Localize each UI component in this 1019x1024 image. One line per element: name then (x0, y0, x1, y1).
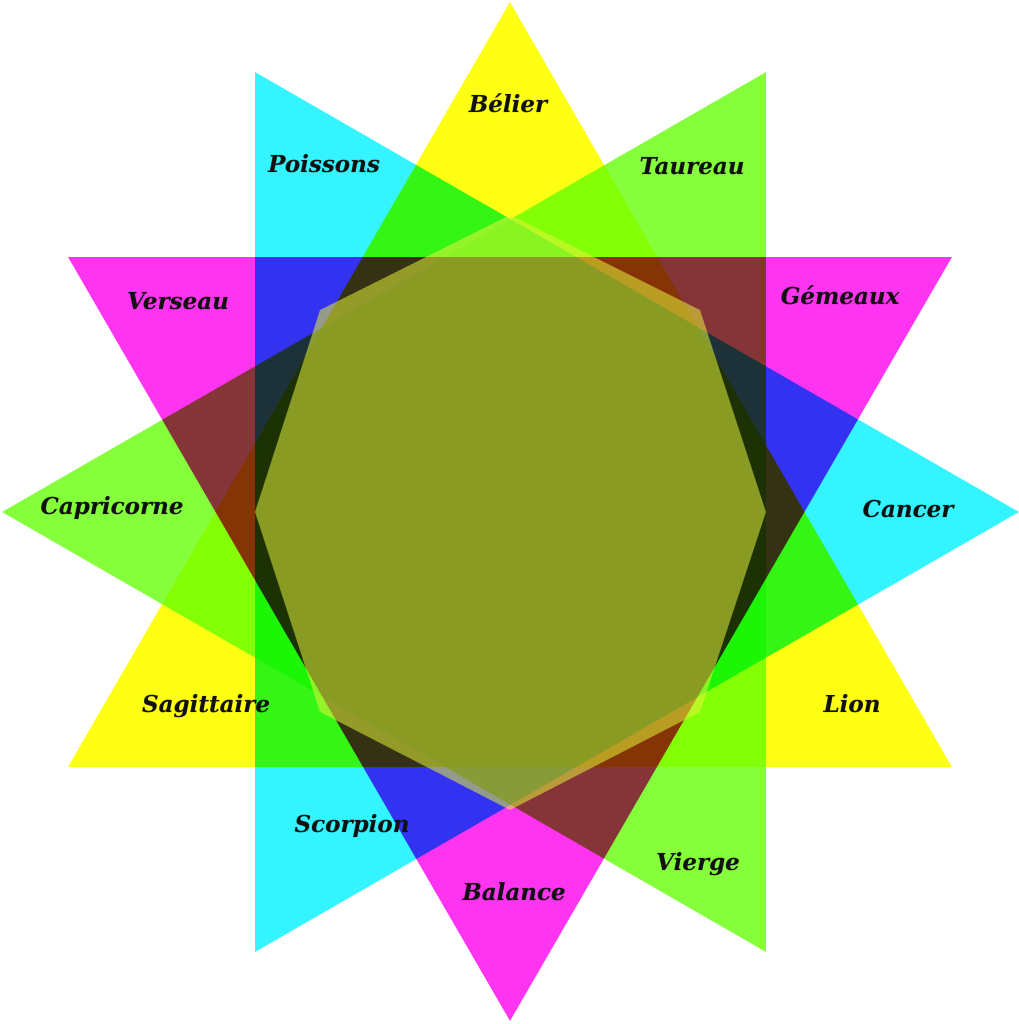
label-lion: Lion (823, 691, 881, 718)
label-capricorne: Capricorne (41, 493, 184, 520)
label-vierge: Vierge (656, 849, 740, 876)
label-balance: Balance (461, 879, 565, 906)
label-poissons: Poissons (267, 151, 380, 178)
label-gemeaux: Gémeaux (781, 283, 900, 310)
sign-labels: Bélier Taureau Gémeaux Cancer Lion Vierg… (40, 91, 956, 907)
label-taureau: Taureau (640, 153, 745, 180)
label-scorpion: Scorpion (295, 811, 410, 838)
label-cancer: Cancer (863, 496, 956, 523)
label-sagittaire: Sagittaire (142, 691, 270, 718)
label-verseau: Verseau (127, 288, 229, 315)
center-overlap (255, 215, 766, 810)
label-belier: Bélier (468, 91, 549, 118)
